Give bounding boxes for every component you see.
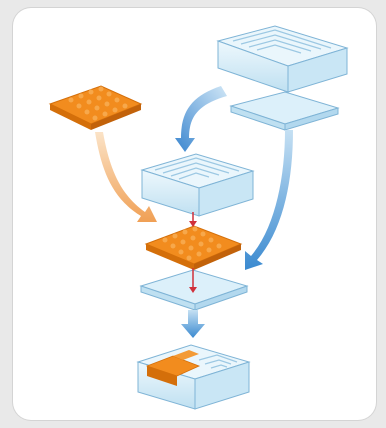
process-diagram xyxy=(13,8,376,420)
arrow-blue-down xyxy=(181,310,205,338)
tile-top-left xyxy=(50,86,141,130)
arrow-blue-long xyxy=(245,130,293,270)
mould-bottom xyxy=(138,345,249,409)
mould-middle xyxy=(142,154,253,216)
mould-top-right xyxy=(218,26,347,92)
arrow-blue-curve xyxy=(175,86,227,152)
diagram-card xyxy=(13,8,376,420)
plate-top-right xyxy=(231,92,338,130)
tile-center xyxy=(146,226,241,270)
